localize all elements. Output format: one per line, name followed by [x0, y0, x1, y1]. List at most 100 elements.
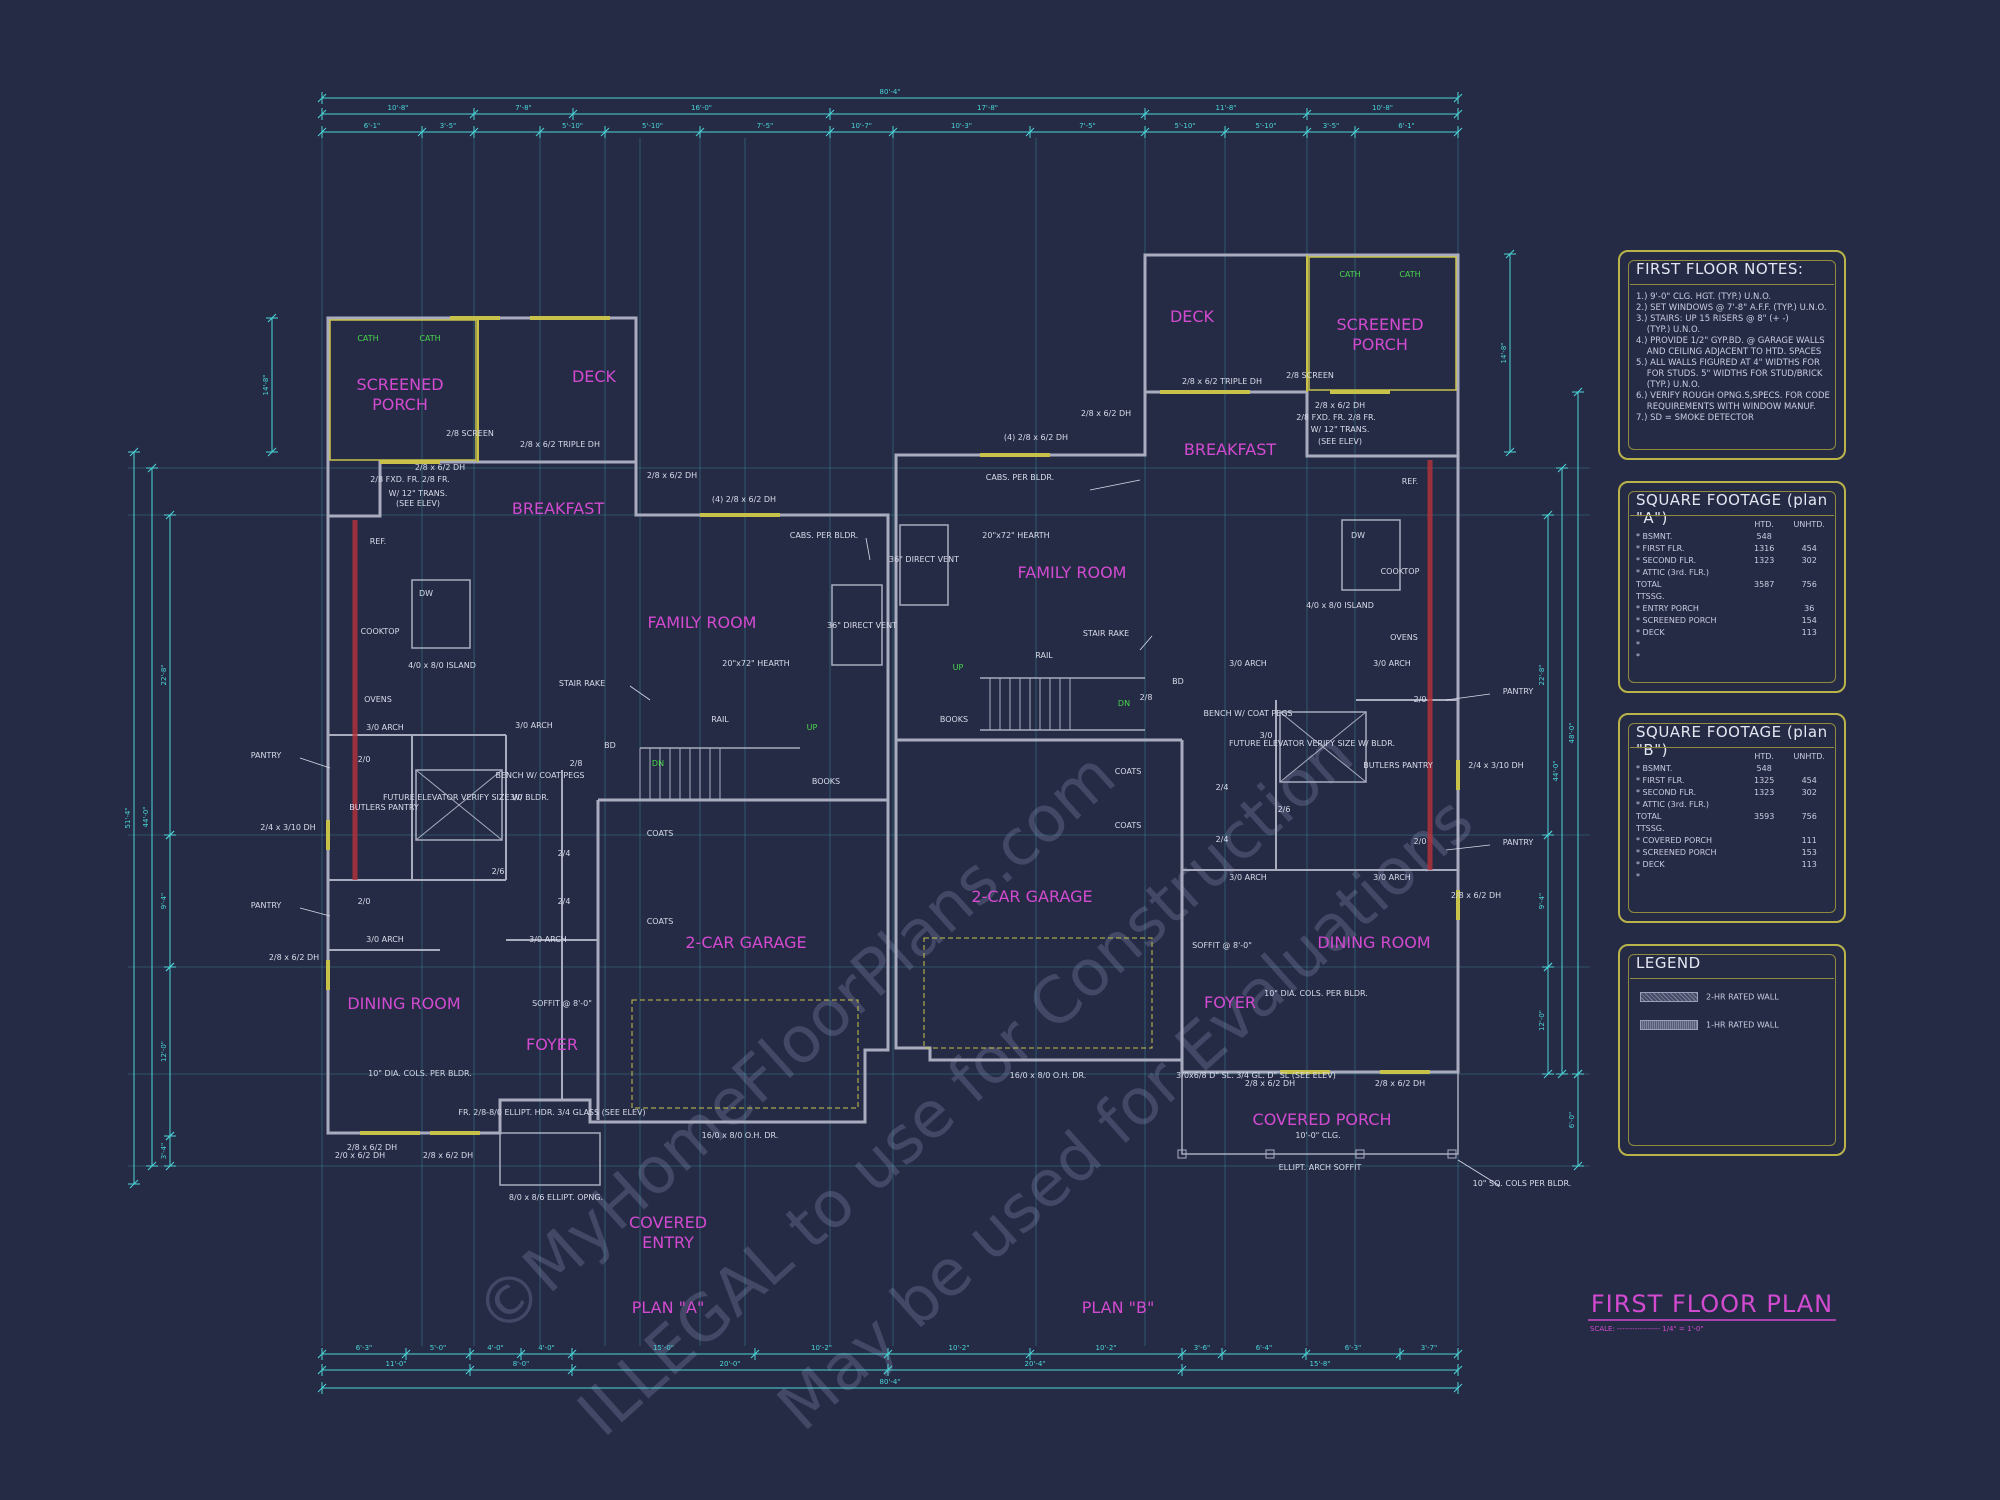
- sheet-title: FIRST FLOOR PLAN: [1591, 1290, 1833, 1318]
- dim-slash: [883, 1349, 893, 1359]
- sqft-row: *: [1636, 652, 1640, 661]
- dim-label: 9'-4": [1538, 893, 1546, 910]
- callout-arch: 3/0 ARCH: [529, 935, 567, 944]
- room-label-garage: 2-CAR GARAGE: [685, 933, 806, 952]
- room-label-dining-room: DINING ROOM: [347, 994, 460, 1013]
- dim-label: 10'-3": [951, 122, 972, 130]
- callout-door-2-0: 2/0: [1414, 837, 1427, 846]
- callout-coats: COATS: [647, 917, 674, 926]
- dim-label: 17'-8": [977, 104, 998, 112]
- dim-slash: [1453, 1349, 1463, 1359]
- dim-slash: [317, 93, 327, 103]
- callout-dh-single: 2/8 x 6/2 DH: [415, 463, 465, 472]
- sqft-row: * BSMNT.548: [1636, 532, 1772, 541]
- dim-label: 4'-0": [538, 1344, 555, 1352]
- callout-arch: 3/0 ARCH: [515, 721, 553, 730]
- callout-elevator: FUTURE ELEVATOR VERIFY SIZE W/ BLDR.: [1229, 739, 1395, 748]
- dim-slash: [401, 1349, 411, 1359]
- note-line: (TYP.) U.N.O.: [1636, 325, 1701, 335]
- dim-label: 15'-8": [1309, 1360, 1330, 1368]
- callout-ellipt-arch: ELLIPT. ARCH SOFFIT: [1279, 1163, 1362, 1172]
- callout-direct-vent: 36" DIRECT VENT: [889, 555, 959, 564]
- dim-label: 10'-8": [387, 104, 408, 112]
- dim-label: 3'-7": [1421, 1344, 1438, 1352]
- dim-label: 14'-8": [262, 374, 270, 395]
- hatch-swatch-2hr: [1640, 992, 1698, 1002]
- plan-a-exterior-wall: [326, 460, 890, 1135]
- dim-label: 12'-0": [160, 1041, 168, 1062]
- dim-slash: [600, 127, 610, 137]
- square-footage-plan-b-panel: SQUARE FOOTAGE (plan "B") HTD.UNHTD.* BS…: [1618, 713, 1846, 923]
- plan-a-label: PLAN "A": [632, 1298, 705, 1317]
- callout-dh-single: 2/8 x 6/2 DH: [347, 1143, 397, 1152]
- callout-rail: RAIL: [711, 715, 729, 724]
- callout-cooktop: COOKTOP: [361, 627, 400, 636]
- callout-dh-triple: 2/8 x 6/2 TRIPLE DH: [520, 440, 600, 449]
- callout-door-2-4: 2/4: [558, 849, 571, 858]
- sqft-row: *: [1636, 640, 1640, 649]
- callout-ovens: OVENS: [1390, 633, 1418, 642]
- dim-slash: [568, 109, 578, 119]
- dim-slash: [1543, 510, 1553, 520]
- callout-dh-single: 2/8 x 6/2 DH: [1375, 1079, 1425, 1088]
- callout-arch: 3/0 ARCH: [1373, 659, 1411, 668]
- room-label-screened-porch: PORCH: [1352, 335, 1408, 354]
- dim-label: 10'-2": [1095, 1344, 1116, 1352]
- dim-label: 5'-10": [1255, 122, 1276, 130]
- dim-slash: [317, 109, 327, 119]
- dim-slash: [750, 1349, 760, 1359]
- callout-butlers-pantry: BUTLERS PANTRY: [349, 803, 419, 812]
- callout-soffit: SOFFIT @ 8'-0": [532, 999, 592, 1008]
- dim-label: 51'-4": [124, 807, 132, 828]
- room-label-breakfast: BREAKFAST: [1184, 440, 1276, 459]
- callout-door-2-6: 2/6: [1278, 805, 1291, 814]
- callout-fxd-fr: 2/8 FXD. FR. 2/8 FR.: [1296, 413, 1376, 422]
- callout-trans: W/ 12" TRANS.: [389, 489, 448, 498]
- sqft-row: * BSMNT.548: [1636, 764, 1772, 773]
- room-label-screened-porch: SCREENED: [356, 375, 443, 394]
- dim-label: 16'-0": [691, 104, 712, 112]
- room-label-family-room: FAMILY ROOM: [1018, 563, 1127, 582]
- leader-line: [1457, 1159, 1501, 1187]
- callout-dh-2-4: 2/4 x 3/10 DH: [1468, 761, 1523, 770]
- dim-label: 20'-4": [1024, 1360, 1045, 1368]
- leader-line: [299, 907, 331, 917]
- dim-slash: [883, 1365, 893, 1375]
- callout-cols: 10" DIA. COLS. PER BLDR.: [1264, 989, 1368, 998]
- sqft-row: * ATTIC (3rd. FLR.): [1636, 800, 1710, 809]
- dim-label: 7'-5": [1079, 122, 1096, 130]
- note-line: REQUIREMENTS WITH WINDOW MANUF.: [1636, 402, 1816, 412]
- callout-arch: 3/0 ARCH: [1373, 873, 1411, 882]
- callout-bench: BENCH W/ COAT PEGS: [496, 771, 585, 780]
- note-line: 2.) SET WINDOWS @ 7'-8" A.F.F. (TYP.) U.…: [1636, 303, 1827, 313]
- dim-slash: [1025, 1349, 1035, 1359]
- callout-clg: 10'-0" CLG.: [1295, 1131, 1340, 1140]
- dim-slash: [165, 1131, 175, 1141]
- note-line: 6.) VERIFY ROUGH OPNG.S,SPECS. FOR CODE: [1636, 391, 1830, 401]
- dim-slash: [317, 1349, 327, 1359]
- dim-label: 44'-0": [1552, 760, 1560, 781]
- dim-slash: [1557, 463, 1567, 473]
- dim-label: 6'-1": [1398, 122, 1415, 130]
- dim-slash: [1453, 1383, 1463, 1393]
- callout-ovens: OVENS: [364, 695, 392, 704]
- dim-slash: [695, 127, 705, 137]
- callout-door-2-8: 2/8: [1140, 693, 1153, 702]
- dim-slash: [165, 830, 175, 840]
- dim-slash: [1140, 127, 1150, 137]
- callout-pantry: PANTRY: [251, 901, 282, 910]
- dim-label: 80'-4": [879, 1378, 900, 1386]
- callout-dw: DW: [1351, 531, 1365, 540]
- dim-slash: [825, 127, 835, 137]
- dim-label: 5'-10": [642, 122, 663, 130]
- callout-door-2-4: 2/4: [558, 897, 571, 906]
- callout-butlers-pantry: BUTLERS PANTRY: [1363, 761, 1433, 770]
- dim-slash: [1220, 127, 1230, 137]
- plan-b-porch-wall: [1143, 253, 1460, 456]
- dim-slash: [1453, 127, 1463, 137]
- column: [1355, 1149, 1365, 1159]
- sqft-row: TTSSG.: [1636, 824, 1665, 833]
